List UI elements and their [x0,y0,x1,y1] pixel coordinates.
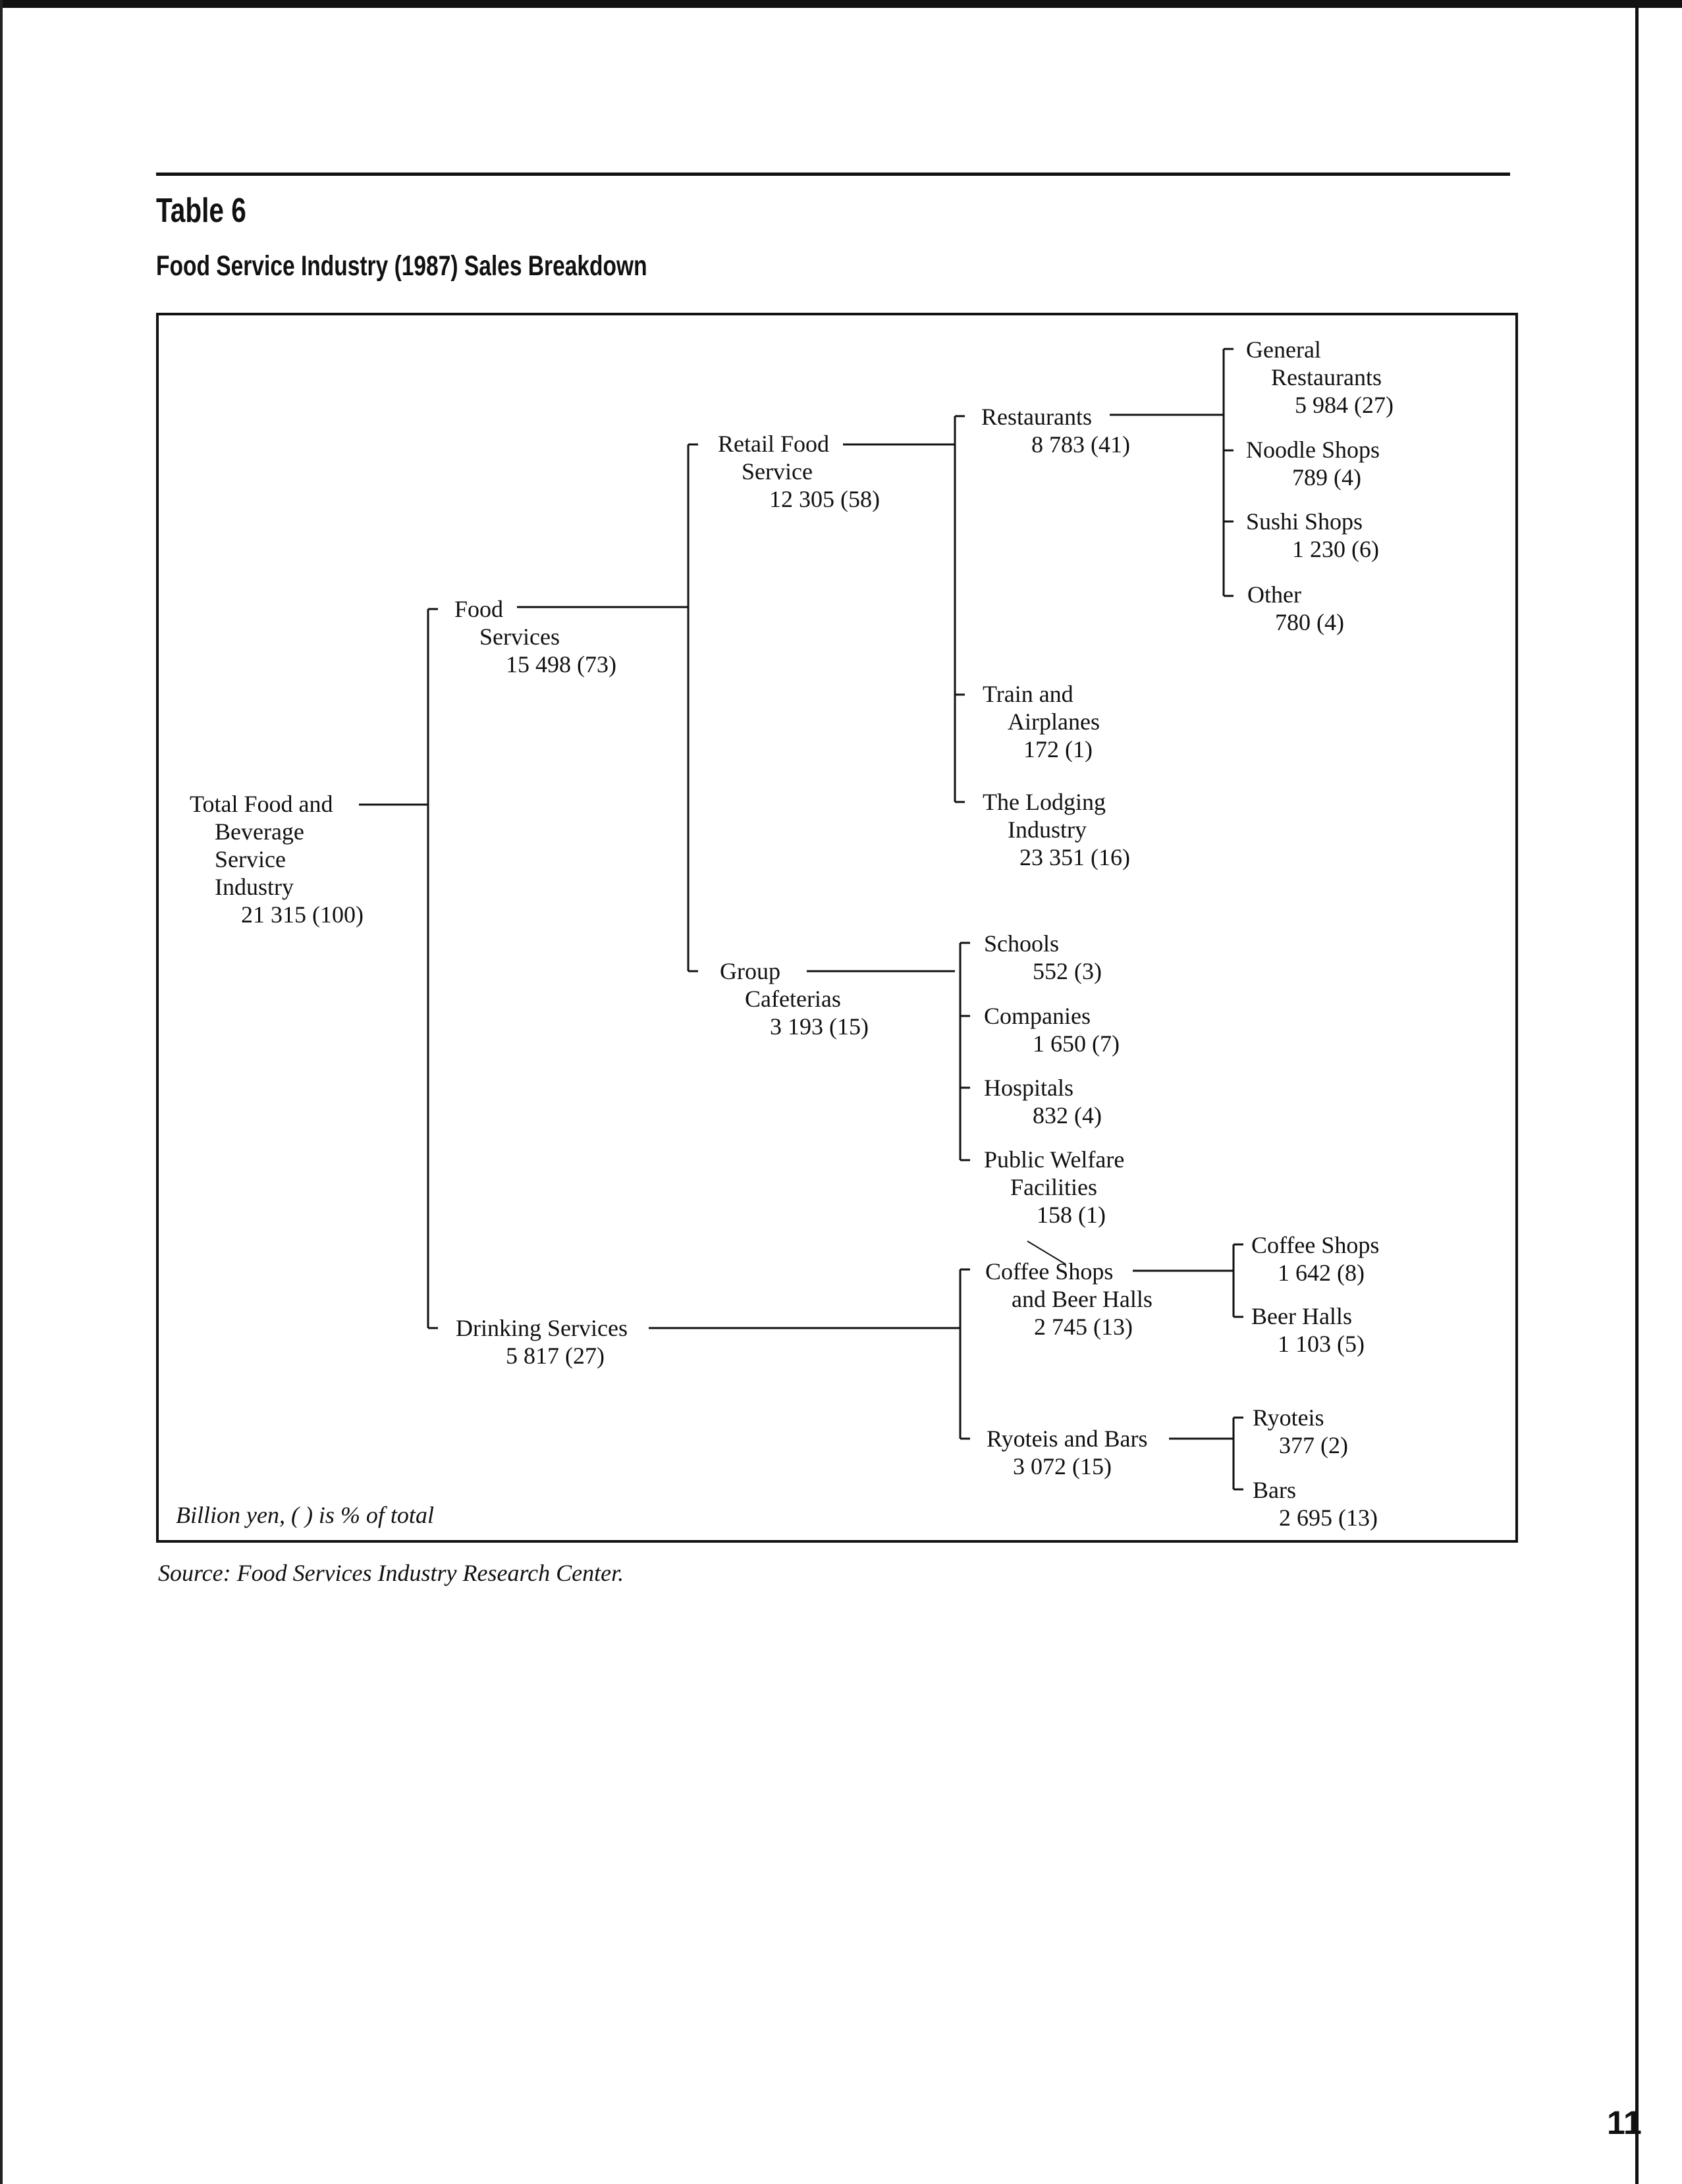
node-noodle-shops: Noodle Shops 789 (4) [1246,437,1380,491]
node-coffee-beer-halls: Coffee Shops and Beer Halls 2 745 (13) [985,1258,1153,1340]
header-rule [156,173,1510,176]
right-border [1635,0,1639,2184]
source-note: Source: Food Services Industry Research … [158,1560,624,1586]
node-hospitals: Hospitals 832 (4) [984,1075,1102,1129]
node-train-airplanes: Train and Airplanes 172 (1) [983,681,1100,762]
node-general-restaurants: General Restaurants 5 984 (27) [1246,336,1394,418]
node-food-services: Food Services 15 498 (73) [454,596,616,678]
left-border [0,0,3,2184]
table-label: Table 6 [156,192,246,230]
node-schools: Schools 552 (3) [984,930,1102,984]
node-drinking-services: Drinking Services 5 817 (27) [456,1315,628,1369]
diagram-frame [156,313,1518,1543]
node-restaurants: Restaurants 8 783 (41) [981,404,1130,458]
node-other: Other 780 (4) [1247,581,1344,635]
node-beer-halls: Beer Halls 1 103 (5) [1251,1303,1365,1357]
node-companies: Companies 1 650 (7) [984,1003,1120,1057]
node-coffee-shops: Coffee Shops 1 642 (8) [1251,1232,1380,1286]
node-retail-food-service: Retail Food Service 12 305 (58) [718,431,880,512]
page-number: 11 [1607,2104,1642,2141]
node-group-cafeterias: Group Cafeterias 3 193 (15) [720,958,869,1040]
top-border [0,0,1682,8]
node-lodging-industry: The Lodging Industry 23 351 (16) [983,789,1130,870]
node-sushi-shops: Sushi Shops 1 230 (6) [1246,508,1379,562]
node-public-welfare: Public Welfare Facilities 158 (1) [984,1146,1125,1228]
node-total: Total Food and Beverage Service Industry… [190,791,364,928]
units-note: Billion yen, ( ) is % of total [176,1502,434,1528]
node-bars: Bars 2 695 (13) [1253,1477,1378,1531]
node-ryoteis-bars: Ryoteis and Bars 3 072 (15) [987,1425,1148,1479]
node-ryoteis: Ryoteis 377 (2) [1253,1404,1348,1458]
table-title: Food Service Industry (1987) Sales Break… [156,250,647,282]
